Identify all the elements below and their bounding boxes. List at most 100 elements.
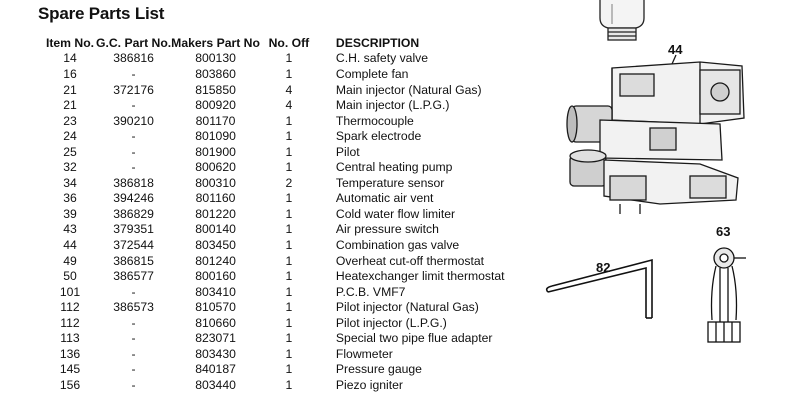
cell-no-off: 1 bbox=[285, 346, 293, 361]
cell-makers-part-no: 815850 bbox=[195, 82, 236, 97]
cell-description: Air pressure switch bbox=[335, 222, 439, 237]
page-title: Spare Parts List bbox=[38, 4, 165, 23]
callout-sensor: 63 bbox=[716, 224, 731, 239]
cell-item-no: 23 bbox=[63, 113, 77, 128]
cell-description: Heatexchanger limit thermostat bbox=[335, 269, 505, 284]
cell-gc-part-no: - bbox=[131, 160, 136, 175]
cell-description: Main injector (Natural Gas) bbox=[335, 82, 482, 97]
cell-no-off: 1 bbox=[285, 222, 293, 237]
cell-no-off: 1 bbox=[285, 129, 293, 144]
cell-item-no: 50 bbox=[63, 269, 77, 284]
cell-no-off: 1 bbox=[285, 113, 293, 128]
cell-makers-part-no: 823071 bbox=[195, 331, 236, 346]
cell-item-no: 24 bbox=[63, 129, 77, 144]
cell-item-no: 49 bbox=[63, 253, 77, 268]
cell-makers-part-no: 801220 bbox=[195, 206, 236, 221]
cell-item-no: 44 bbox=[63, 238, 77, 253]
cell-description: Pilot injector (Natural Gas) bbox=[335, 300, 479, 315]
gas-valve-illustration bbox=[566, 54, 745, 214]
cell-description: Pilot bbox=[335, 144, 360, 159]
cell-item-no: 21 bbox=[63, 82, 77, 97]
cell-gc-part-no: - bbox=[131, 315, 136, 330]
cell-makers-part-no: 801900 bbox=[195, 144, 236, 159]
cell-gc-part-no: - bbox=[131, 346, 136, 361]
cell-makers-part-no: 803450 bbox=[195, 238, 236, 253]
cell-item-no: 14 bbox=[63, 51, 77, 66]
cell-makers-part-no: 803430 bbox=[195, 346, 236, 361]
cell-gc-part-no: 386829 bbox=[113, 206, 154, 221]
cell-item-no: 43 bbox=[63, 222, 77, 237]
cell-gc-part-no: 386573 bbox=[113, 300, 154, 315]
cell-makers-part-no: 800160 bbox=[195, 269, 236, 284]
cell-item-no: 36 bbox=[63, 191, 77, 206]
cell-description: Spark electrode bbox=[335, 129, 422, 144]
cell-description: Special two pipe flue adapter bbox=[335, 331, 493, 346]
cell-item-no: 112 bbox=[60, 315, 80, 330]
cell-description: Central heating pump bbox=[335, 160, 453, 175]
cell-makers-part-no: 840187 bbox=[195, 362, 236, 377]
cell-no-off: 1 bbox=[285, 67, 293, 82]
cell-makers-part-no: 800620 bbox=[195, 160, 236, 175]
cell-description: Pressure gauge bbox=[335, 362, 422, 377]
cell-gc-part-no: 372176 bbox=[113, 82, 154, 97]
cell-no-off: 1 bbox=[285, 206, 293, 221]
cell-no-off: 1 bbox=[285, 191, 293, 206]
cell-no-off: 1 bbox=[285, 300, 293, 315]
callout-gas-valve: 44 bbox=[668, 42, 683, 57]
cell-gc-part-no: 372544 bbox=[113, 238, 154, 253]
callout-hex-key: 82 bbox=[596, 260, 611, 275]
cell-makers-part-no: 803860 bbox=[195, 67, 236, 82]
cell-description: C.H. safety valve bbox=[335, 51, 429, 66]
cell-makers-part-no: 801240 bbox=[195, 253, 236, 268]
cell-gc-part-no: 386815 bbox=[113, 253, 154, 268]
cell-item-no: 32 bbox=[63, 160, 77, 175]
cell-no-off: 1 bbox=[285, 284, 293, 299]
cell-makers-part-no: 801170 bbox=[195, 113, 236, 128]
table-header-row: Item No. G.C. Part No. Makers Part No No… bbox=[44, 36, 536, 51]
cell-item-no: 101 bbox=[59, 284, 81, 299]
cell-no-off: 1 bbox=[285, 238, 293, 253]
cell-no-off: 2 bbox=[285, 175, 293, 190]
cell-gc-part-no: - bbox=[131, 144, 136, 159]
cell-makers-part-no: 801160 bbox=[195, 191, 236, 206]
cell-gc-part-no: 390210 bbox=[113, 113, 154, 128]
col-header-gc-part-no: G.C. Part No. bbox=[96, 36, 172, 50]
hex-key-illustration bbox=[545, 258, 653, 319]
cell-item-no: 112 bbox=[60, 300, 80, 315]
col-header-item-no: Item No. bbox=[45, 36, 95, 50]
cell-item-no: 136 bbox=[59, 346, 81, 361]
cell-gc-part-no: - bbox=[131, 284, 136, 299]
cell-description: Automatic air vent bbox=[335, 191, 434, 206]
cell-makers-part-no: 800310 bbox=[195, 175, 236, 190]
cell-gc-part-no: - bbox=[131, 129, 136, 144]
fitting-illustration bbox=[599, 0, 645, 41]
cell-description: Temperature sensor bbox=[335, 175, 445, 190]
cell-item-no: 145 bbox=[59, 362, 81, 377]
cell-no-off: 1 bbox=[285, 144, 293, 159]
cell-gc-part-no: 386818 bbox=[113, 175, 154, 190]
cell-gc-part-no: 379351 bbox=[113, 222, 154, 237]
cell-gc-part-no: 394246 bbox=[113, 191, 154, 206]
cell-description: Flowmeter bbox=[335, 346, 393, 361]
col-header-no-off: No. Off bbox=[268, 36, 310, 50]
cell-no-off: 1 bbox=[285, 253, 293, 268]
cell-makers-part-no: 803410 bbox=[195, 284, 236, 299]
cell-item-no: 25 bbox=[63, 144, 77, 159]
cell-no-off: 1 bbox=[285, 362, 293, 377]
cell-makers-part-no: 810660 bbox=[195, 315, 236, 330]
cell-gc-part-no: - bbox=[131, 331, 136, 346]
